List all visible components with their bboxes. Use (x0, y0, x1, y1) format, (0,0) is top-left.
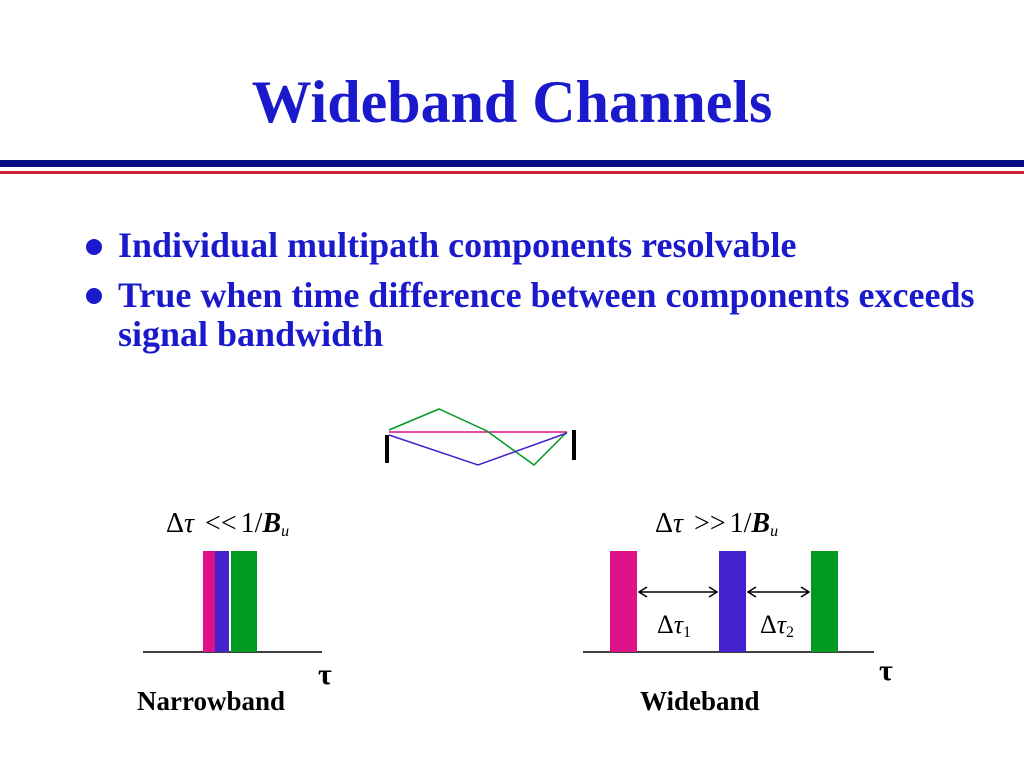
gap1-label: Δτ1 (657, 610, 692, 641)
slide-title: Wideband Channels (251, 69, 773, 135)
narrowband-axis-label: τ (318, 658, 332, 691)
multipath-sketch (385, 408, 576, 466)
narrowband-pulse-green (231, 551, 257, 652)
narrowband-plot (143, 551, 322, 653)
bullet-dot-icon (86, 288, 102, 305)
wideband-pulse-blue (719, 551, 746, 652)
title-rule-navy (0, 160, 1024, 167)
bullet-dot-icon (86, 238, 102, 255)
bullet-text: Individual multipath components resolvab… (118, 225, 797, 265)
bullet-list: Individual multipath components resolvab… (86, 225, 1006, 365)
gap2-label: Δτ2 (760, 610, 795, 641)
wideband-plot (583, 551, 874, 653)
wideband-pulse-green (811, 551, 838, 652)
bullet-item: Individual multipath components resolvab… (86, 225, 1006, 266)
narrowband-pulse-blue (215, 551, 229, 652)
path-reflected-blue (388, 432, 568, 466)
wideband-caption: Wideband (640, 686, 760, 716)
wideband-condition: Δτ >>1/Bu (655, 508, 779, 540)
narrowband-pulse-magenta (203, 551, 215, 652)
narrowband-caption: Narrowband (137, 686, 286, 716)
path-reflected-green (388, 408, 568, 466)
wideband-pulse-magenta (610, 551, 637, 652)
bullet-text: True when time difference between compon… (118, 274, 975, 355)
gap2-arrow (746, 586, 811, 598)
bullet-item: True when time difference between compon… (86, 274, 1006, 355)
title-rule-red (0, 171, 1024, 174)
gap1-arrow (637, 586, 719, 598)
wideband-axis-label: τ (879, 654, 893, 687)
narrowband-condition: Δτ <<1/Bu (166, 508, 290, 540)
